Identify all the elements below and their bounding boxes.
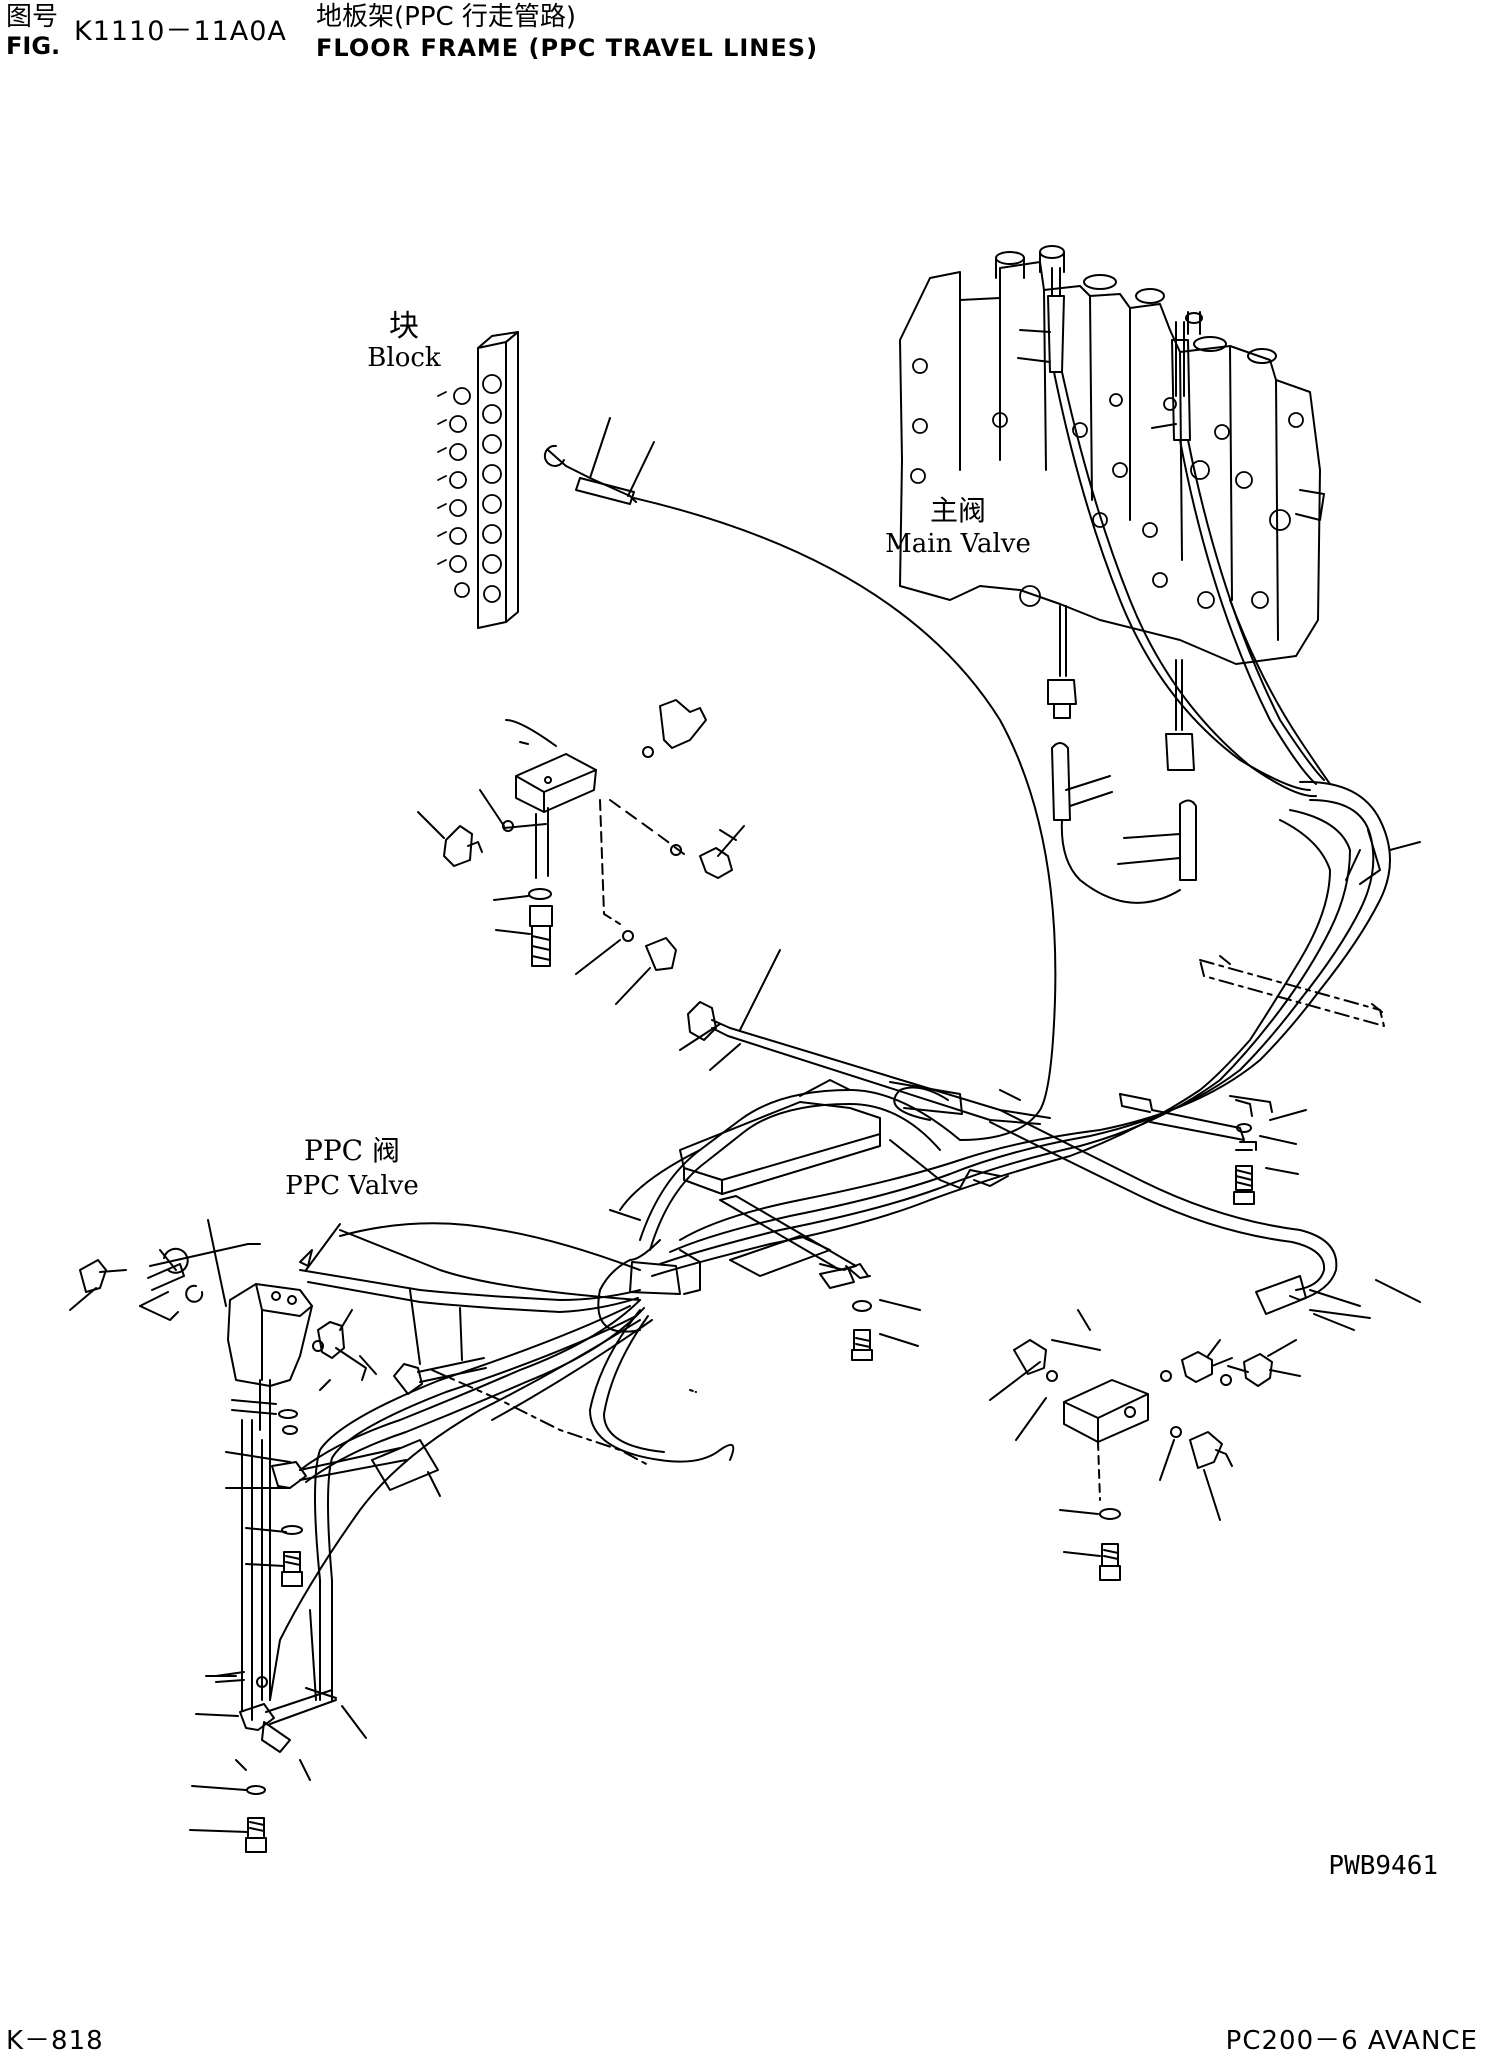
main-valve-label-cn: 主阀 (930, 494, 986, 527)
fig-label-en: FIG. (6, 32, 61, 60)
block-label-cn: 块 (389, 309, 419, 344)
block-hose (543, 417, 1057, 1141)
upper-valve-block (417, 699, 1051, 1125)
ppc-valve-label-cn: PPC 阀 (304, 1134, 400, 1167)
main-valve-hoses (651, 371, 1421, 1277)
drawing-code: PWB9461 (1328, 1851, 1438, 1881)
floor-frame (679, 1079, 1009, 1361)
page-code: K－818 (6, 2026, 104, 2056)
lower-valve-block (989, 1309, 1301, 1581)
main-valve (899, 245, 1325, 904)
block-manifold (437, 331, 519, 629)
ppc-valve-label-en: PPC Valve (285, 1171, 418, 1201)
hose-bundle (269, 1081, 1421, 1701)
fig-label-cn: 图号 (6, 2, 59, 32)
fig-number: K1110－11A0A (74, 16, 287, 47)
main-valve-label-en: Main Valve (885, 529, 1031, 559)
title-en: FLOOR FRAME (PPC TRAVEL LINES) (316, 34, 819, 62)
ppc-valve (69, 1219, 487, 1441)
dashed-connections (431, 1369, 697, 1467)
frame-bracket (1119, 955, 1385, 1205)
block-label-en: Block (367, 343, 441, 373)
title-cn: 地板架(PPC 行走管路) (316, 2, 577, 32)
model-code: PC200－6 AVANCE (1225, 2026, 1478, 2056)
left-pipes (189, 1399, 441, 1853)
